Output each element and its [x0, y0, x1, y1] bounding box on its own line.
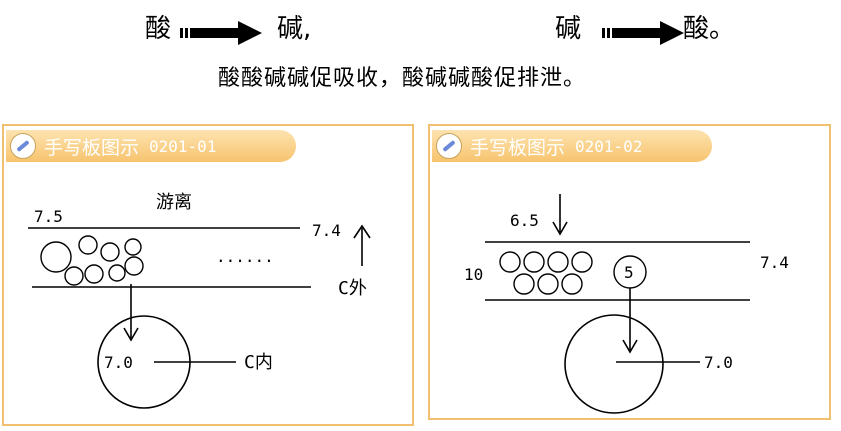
label-youli: 游离	[156, 192, 192, 213]
header-base-right: 碱	[555, 14, 582, 44]
panel-id: 0201-02	[575, 136, 643, 156]
arrow-right-icon	[602, 21, 684, 45]
label-7-0: 7.0	[704, 353, 733, 372]
subtitle: 酸酸碱碱促吸收，酸碱碱酸促排泄。	[218, 66, 587, 91]
handwriting-panel-2: 手写板图示 0201-02 6.5 7.4 10 5 7.0	[428, 124, 831, 420]
label-dots: ......	[216, 247, 274, 266]
header-acid-right: 酸。	[683, 14, 736, 44]
handwriting-panel-1: 手写板图示 0201-01 7.5 游离 7.4 C外 ...... 7.0 C…	[2, 124, 414, 426]
label-7-4: 7.4	[312, 221, 341, 240]
label-7-4: 7.4	[760, 253, 789, 272]
label-7-5: 7.5	[34, 207, 63, 226]
diagram-2: 6.5 7.4 10 5 7.0	[464, 194, 789, 414]
panel-id: 0201-01	[149, 136, 217, 156]
panel-title: 手写板图示	[44, 136, 140, 159]
header-acid-left: 酸	[145, 14, 172, 44]
pen-icon	[436, 133, 462, 159]
label-5: 5	[624, 263, 634, 282]
label-7-0: 7.0	[104, 353, 133, 372]
panel-tab: 手写板图示 0201-02	[432, 130, 712, 162]
panel-tab: 手写板图示 0201-01	[6, 130, 296, 162]
header-base-left: 碱,	[277, 14, 312, 44]
panel-title: 手写板图示	[470, 136, 566, 159]
diagram-1: 7.5 游离 7.4 C外 ...... 7.0 C内	[28, 192, 371, 409]
arrow-right-icon	[180, 21, 262, 45]
label-10: 10	[464, 265, 483, 284]
label-c-nei: C内	[244, 352, 273, 373]
pen-icon	[10, 133, 36, 159]
label-c-wai: C外	[338, 278, 367, 299]
label-6-5: 6.5	[510, 211, 539, 230]
